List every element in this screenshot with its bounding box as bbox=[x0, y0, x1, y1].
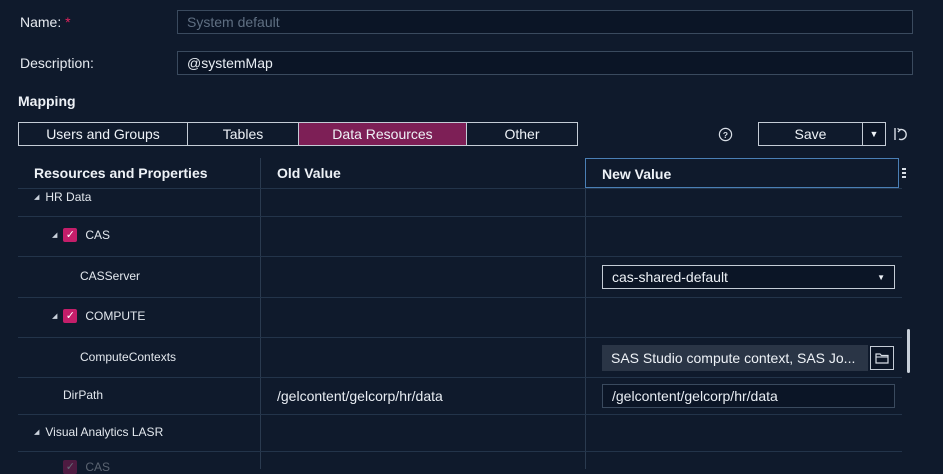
column-header-old-value[interactable]: Old Value bbox=[277, 158, 341, 188]
chevron-down-icon: ▼ bbox=[877, 272, 885, 282]
tab-label: Users and Groups bbox=[46, 126, 160, 142]
compute-contexts-field[interactable]: SAS Studio compute context, SAS Jo... bbox=[602, 345, 868, 371]
column-divider bbox=[260, 158, 261, 469]
folder-icon bbox=[875, 353, 889, 364]
tab-other[interactable]: Other bbox=[466, 122, 578, 146]
column-header-resources[interactable]: Resources and Properties bbox=[34, 158, 208, 188]
expand-triangle-icon[interactable]: ◢ bbox=[34, 194, 40, 201]
table-row[interactable]: ◢ HR Data bbox=[34, 190, 91, 204]
row-divider bbox=[18, 451, 902, 452]
name-label: Name: * bbox=[20, 14, 71, 30]
svg-text:?: ? bbox=[722, 129, 727, 139]
save-button[interactable]: Save bbox=[759, 123, 862, 145]
tab-label: Data Resources bbox=[332, 126, 433, 142]
tab-label: Tables bbox=[222, 126, 264, 142]
select-value: cas-shared-default bbox=[612, 269, 728, 285]
column-header-label: Old Value bbox=[277, 165, 341, 181]
save-split-button: Save ▼ bbox=[758, 122, 886, 146]
checkbox-checked-icon[interactable]: ✓ bbox=[63, 228, 78, 242]
checkbox-checked-icon[interactable]: ✓ bbox=[63, 460, 78, 474]
column-header-label: New Value bbox=[602, 166, 672, 182]
table-row[interactable]: DirPath bbox=[63, 388, 103, 402]
description-input[interactable]: @systemMap bbox=[177, 51, 913, 75]
description-value: @systemMap bbox=[187, 55, 273, 71]
row-divider bbox=[18, 188, 902, 189]
save-menu-button[interactable]: ▼ bbox=[862, 123, 885, 145]
row-divider bbox=[18, 256, 902, 257]
row-label: CAS bbox=[85, 228, 111, 242]
mapping-title: Mapping bbox=[18, 93, 76, 109]
row-label: Visual Analytics LASR bbox=[45, 425, 164, 439]
row-label: ComputeContexts bbox=[80, 350, 177, 364]
expand-triangle-icon[interactable]: ◢ bbox=[52, 313, 58, 320]
row-divider bbox=[18, 337, 902, 338]
old-value-cell: /gelcontent/gelcorp/hr/data bbox=[277, 388, 443, 404]
row-divider bbox=[18, 216, 902, 217]
field-value: /gelcontent/gelcorp/hr/data bbox=[612, 388, 778, 404]
row-divider bbox=[18, 414, 902, 415]
checkbox-checked-icon[interactable]: ✓ bbox=[63, 309, 78, 323]
scrollbar-thumb[interactable] bbox=[907, 329, 910, 373]
table-row[interactable]: ◢ ✓ CAS bbox=[52, 460, 110, 474]
name-label-text: Name: bbox=[20, 14, 62, 30]
reset-icon[interactable] bbox=[892, 125, 910, 143]
row-label: DirPath bbox=[63, 388, 104, 402]
row-divider bbox=[18, 377, 902, 378]
row-label: CASServer bbox=[80, 269, 141, 283]
table-row[interactable]: CASServer bbox=[80, 269, 140, 283]
mapping-tabs: Users and Groups Tables Data Resources O… bbox=[18, 122, 578, 146]
row-divider bbox=[18, 297, 902, 298]
expand-triangle-icon[interactable]: ◢ bbox=[34, 429, 40, 436]
tab-data-resources[interactable]: Data Resources bbox=[298, 122, 467, 146]
field-value: SAS Studio compute context, SAS Jo... bbox=[611, 350, 856, 366]
column-header-new-value[interactable]: New Value bbox=[585, 158, 899, 188]
help-icon[interactable]: ? bbox=[716, 125, 734, 143]
tab-tables[interactable]: Tables bbox=[187, 122, 299, 146]
browse-button[interactable] bbox=[870, 346, 894, 370]
table-row[interactable]: ◢ Visual Analytics LASR bbox=[34, 425, 163, 439]
name-input[interactable] bbox=[177, 10, 913, 34]
cas-server-select[interactable]: cas-shared-default ▼ bbox=[602, 265, 895, 289]
tab-users-and-groups[interactable]: Users and Groups bbox=[18, 122, 188, 146]
row-label: COMPUTE bbox=[85, 309, 146, 323]
table-row[interactable]: ◢ ✓ COMPUTE bbox=[52, 309, 145, 323]
required-marker: * bbox=[65, 14, 71, 30]
row-label: HR Data bbox=[45, 190, 92, 204]
expand-triangle-icon[interactable]: ◢ bbox=[52, 232, 58, 239]
column-header-label: Resources and Properties bbox=[34, 165, 208, 181]
save-label: Save bbox=[794, 126, 827, 142]
tab-label: Other bbox=[504, 126, 540, 142]
column-options-icon[interactable] bbox=[899, 164, 909, 182]
row-label: CAS bbox=[85, 460, 111, 474]
table-row[interactable]: ComputeContexts bbox=[80, 350, 176, 364]
column-divider bbox=[585, 188, 586, 469]
dirpath-input[interactable]: /gelcontent/gelcorp/hr/data bbox=[602, 384, 895, 408]
chevron-down-icon: ▼ bbox=[869, 129, 879, 139]
table-row[interactable]: ◢ ✓ CAS bbox=[52, 228, 110, 242]
description-label: Description: bbox=[20, 55, 94, 71]
